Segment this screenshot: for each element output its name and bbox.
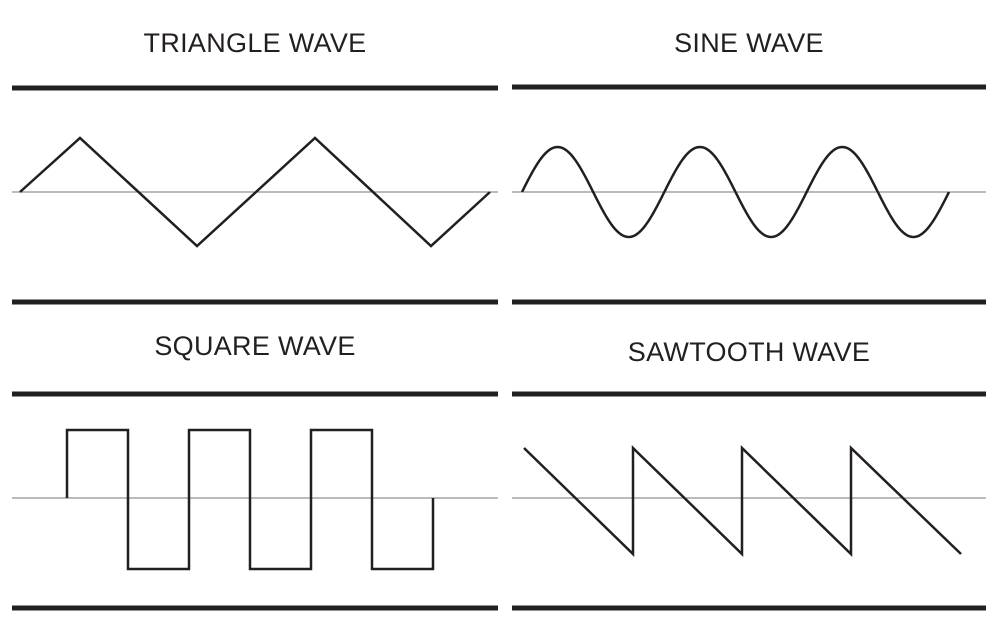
sine-waveform (520, 145, 951, 239)
square-wave-title: SQUARE WAVE (154, 331, 356, 361)
panel-square-wave: SQUARE WAVE (12, 320, 498, 620)
triangle-wave-title: TRIANGLE WAVE (143, 28, 367, 58)
triangle-waveform (19, 136, 491, 248)
sawtooth-wave-figure (512, 391, 986, 611)
sine-wave-figure (512, 84, 986, 305)
triangle-wave-figure (12, 85, 498, 305)
sawtooth-waveform (523, 445, 962, 557)
sine-wave-title: SINE WAVE (674, 28, 824, 58)
panel-triangle-wave: TRIANGLE WAVE (12, 20, 498, 310)
square-wave-figure (12, 391, 498, 611)
sawtooth-wave-title: SAWTOOTH WAVE (627, 337, 871, 367)
panel-sine-wave: SINE WAVE (512, 20, 986, 310)
panel-sawtooth-wave: SAWTOOTH WAVE (512, 320, 986, 620)
square-waveform (65, 428, 435, 571)
